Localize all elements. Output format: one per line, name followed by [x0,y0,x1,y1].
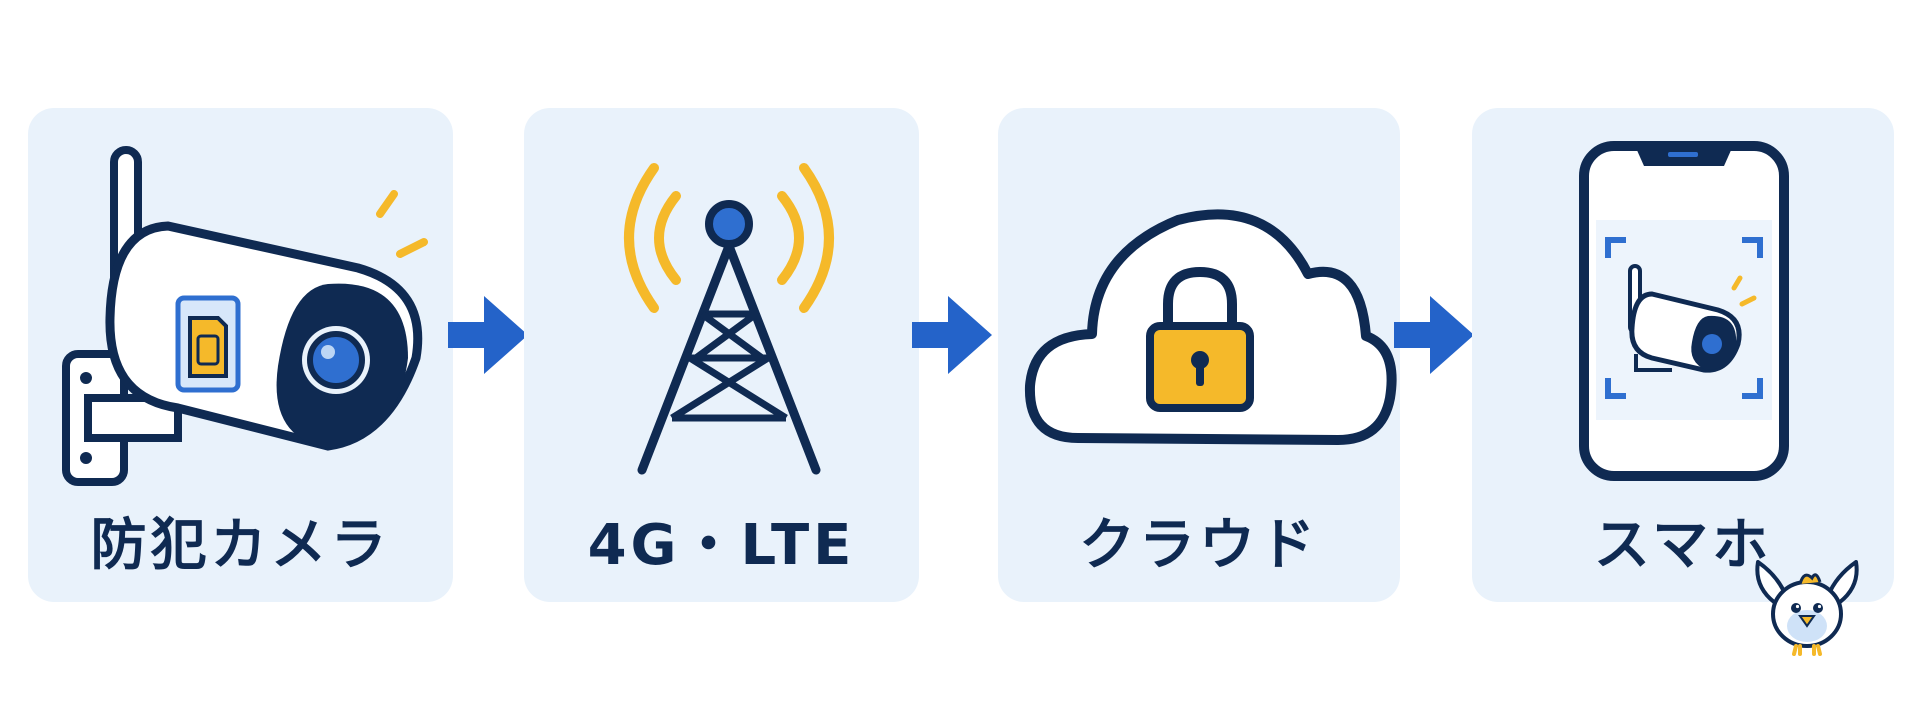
bird-mascot-icon [1755,560,1859,656]
step-card-cloud: クラウド [998,108,1400,602]
step-label: クラウド [1079,513,1319,578]
arrow-right-icon [448,296,528,374]
arrow-right-icon [912,296,992,374]
arrow-right-icon [1394,296,1474,374]
step-label: スマホ [1593,513,1773,578]
smartphone-icon [1579,141,1789,481]
cell-tower-icon [624,163,834,475]
step-card-smartphone: スマホ [1472,108,1894,602]
security-camera-icon [62,146,428,486]
step-card-camera: 防犯カメラ [28,108,453,602]
step-label: 4G・LTE [587,513,856,578]
step-card-network: 4G・LTE [524,108,919,602]
step-label: 防犯カメラ [90,513,391,578]
cloud-lock-icon [1024,209,1397,445]
